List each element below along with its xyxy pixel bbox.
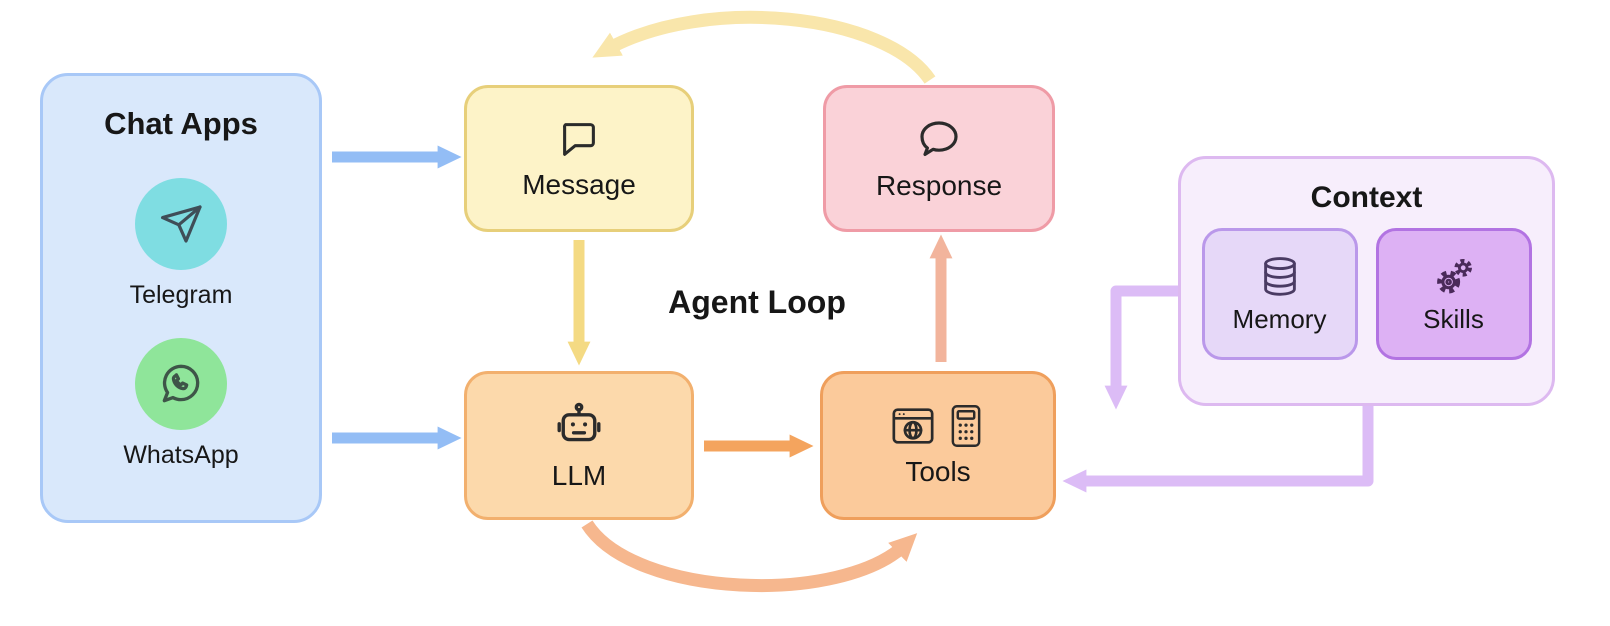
telegram-label: Telegram	[129, 281, 233, 309]
memory-box: Memory	[1201, 228, 1358, 360]
round-speech-bubble-icon	[920, 121, 958, 156]
llm-node: LLM	[464, 371, 694, 520]
response-label: Response	[875, 170, 1003, 201]
database-icon	[1263, 256, 1296, 296]
tools-node: Tools	[820, 371, 1056, 520]
whatsapp-icon	[162, 364, 200, 403]
chat-apps-panel: Chat Apps Telegram WhatsApp	[40, 73, 322, 523]
context-title: Context	[1310, 181, 1423, 214]
llm-label: LLM	[551, 460, 607, 491]
arrow-response-to-message-curve	[592, 10, 936, 84]
arrow-llm-to-tools-curve	[581, 520, 918, 593]
telegram-paper-plane-icon	[161, 205, 202, 243]
tools-icons	[890, 403, 986, 449]
skills-label: Skills	[1423, 303, 1484, 334]
message-label: Message	[522, 169, 636, 200]
memory-label: Memory	[1232, 303, 1327, 334]
gears-icon	[1436, 258, 1472, 293]
chat-apps-title: Chat Apps	[104, 106, 258, 141]
square-speech-bubble-icon	[563, 123, 595, 156]
context-row: Memory Skills	[1201, 228, 1532, 360]
skills-box: Skills	[1375, 228, 1532, 360]
browser-globe-icon	[892, 408, 934, 444]
robot-icon	[557, 402, 601, 442]
telegram-badge	[135, 178, 227, 270]
whatsapp-label: WhatsApp	[123, 441, 239, 469]
whatsapp-badge	[135, 338, 227, 430]
arrow-context-to-tools-upper	[1104, 285, 1178, 410]
arrow-context-to-tools-lower	[1062, 406, 1374, 493]
message-node: Message	[464, 85, 694, 232]
calculator-icon	[951, 405, 981, 447]
context-panel: Context Memory Skills	[1178, 156, 1555, 406]
response-node: Response	[823, 85, 1055, 232]
agent-loop-label: Agent Loop	[668, 284, 846, 320]
tools-label: Tools	[905, 456, 971, 487]
